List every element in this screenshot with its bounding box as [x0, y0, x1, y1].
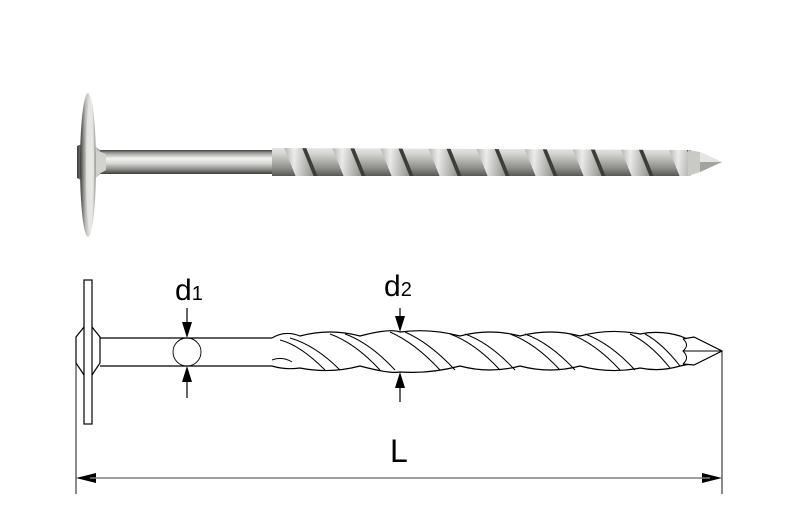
rendered-nail — [77, 93, 722, 237]
washer-plate-outline — [83, 279, 93, 425]
head-right-outline — [91, 326, 101, 376]
d2-bottom-arrowhead — [395, 372, 405, 388]
L-left-arrowhead — [76, 473, 96, 483]
d1-top-arrowhead — [182, 322, 192, 338]
dimension-arrowheads — [76, 316, 722, 483]
shank-twisted — [272, 148, 695, 176]
d2-top-arrowhead — [395, 316, 405, 332]
twist-bottom-outline — [271, 363, 691, 373]
d1-label: d1 — [175, 274, 203, 307]
d1-bottom-arrowhead — [182, 366, 192, 382]
twist-flutes — [271, 331, 681, 371]
head-left-outline — [75, 326, 85, 376]
d1-cross-section-circle — [172, 337, 202, 367]
d2-label: d2 — [384, 270, 412, 303]
L-right-arrowhead — [702, 473, 722, 483]
shank-smooth — [98, 150, 276, 174]
length-label: L — [390, 433, 408, 469]
twist-top-outline — [271, 330, 691, 341]
